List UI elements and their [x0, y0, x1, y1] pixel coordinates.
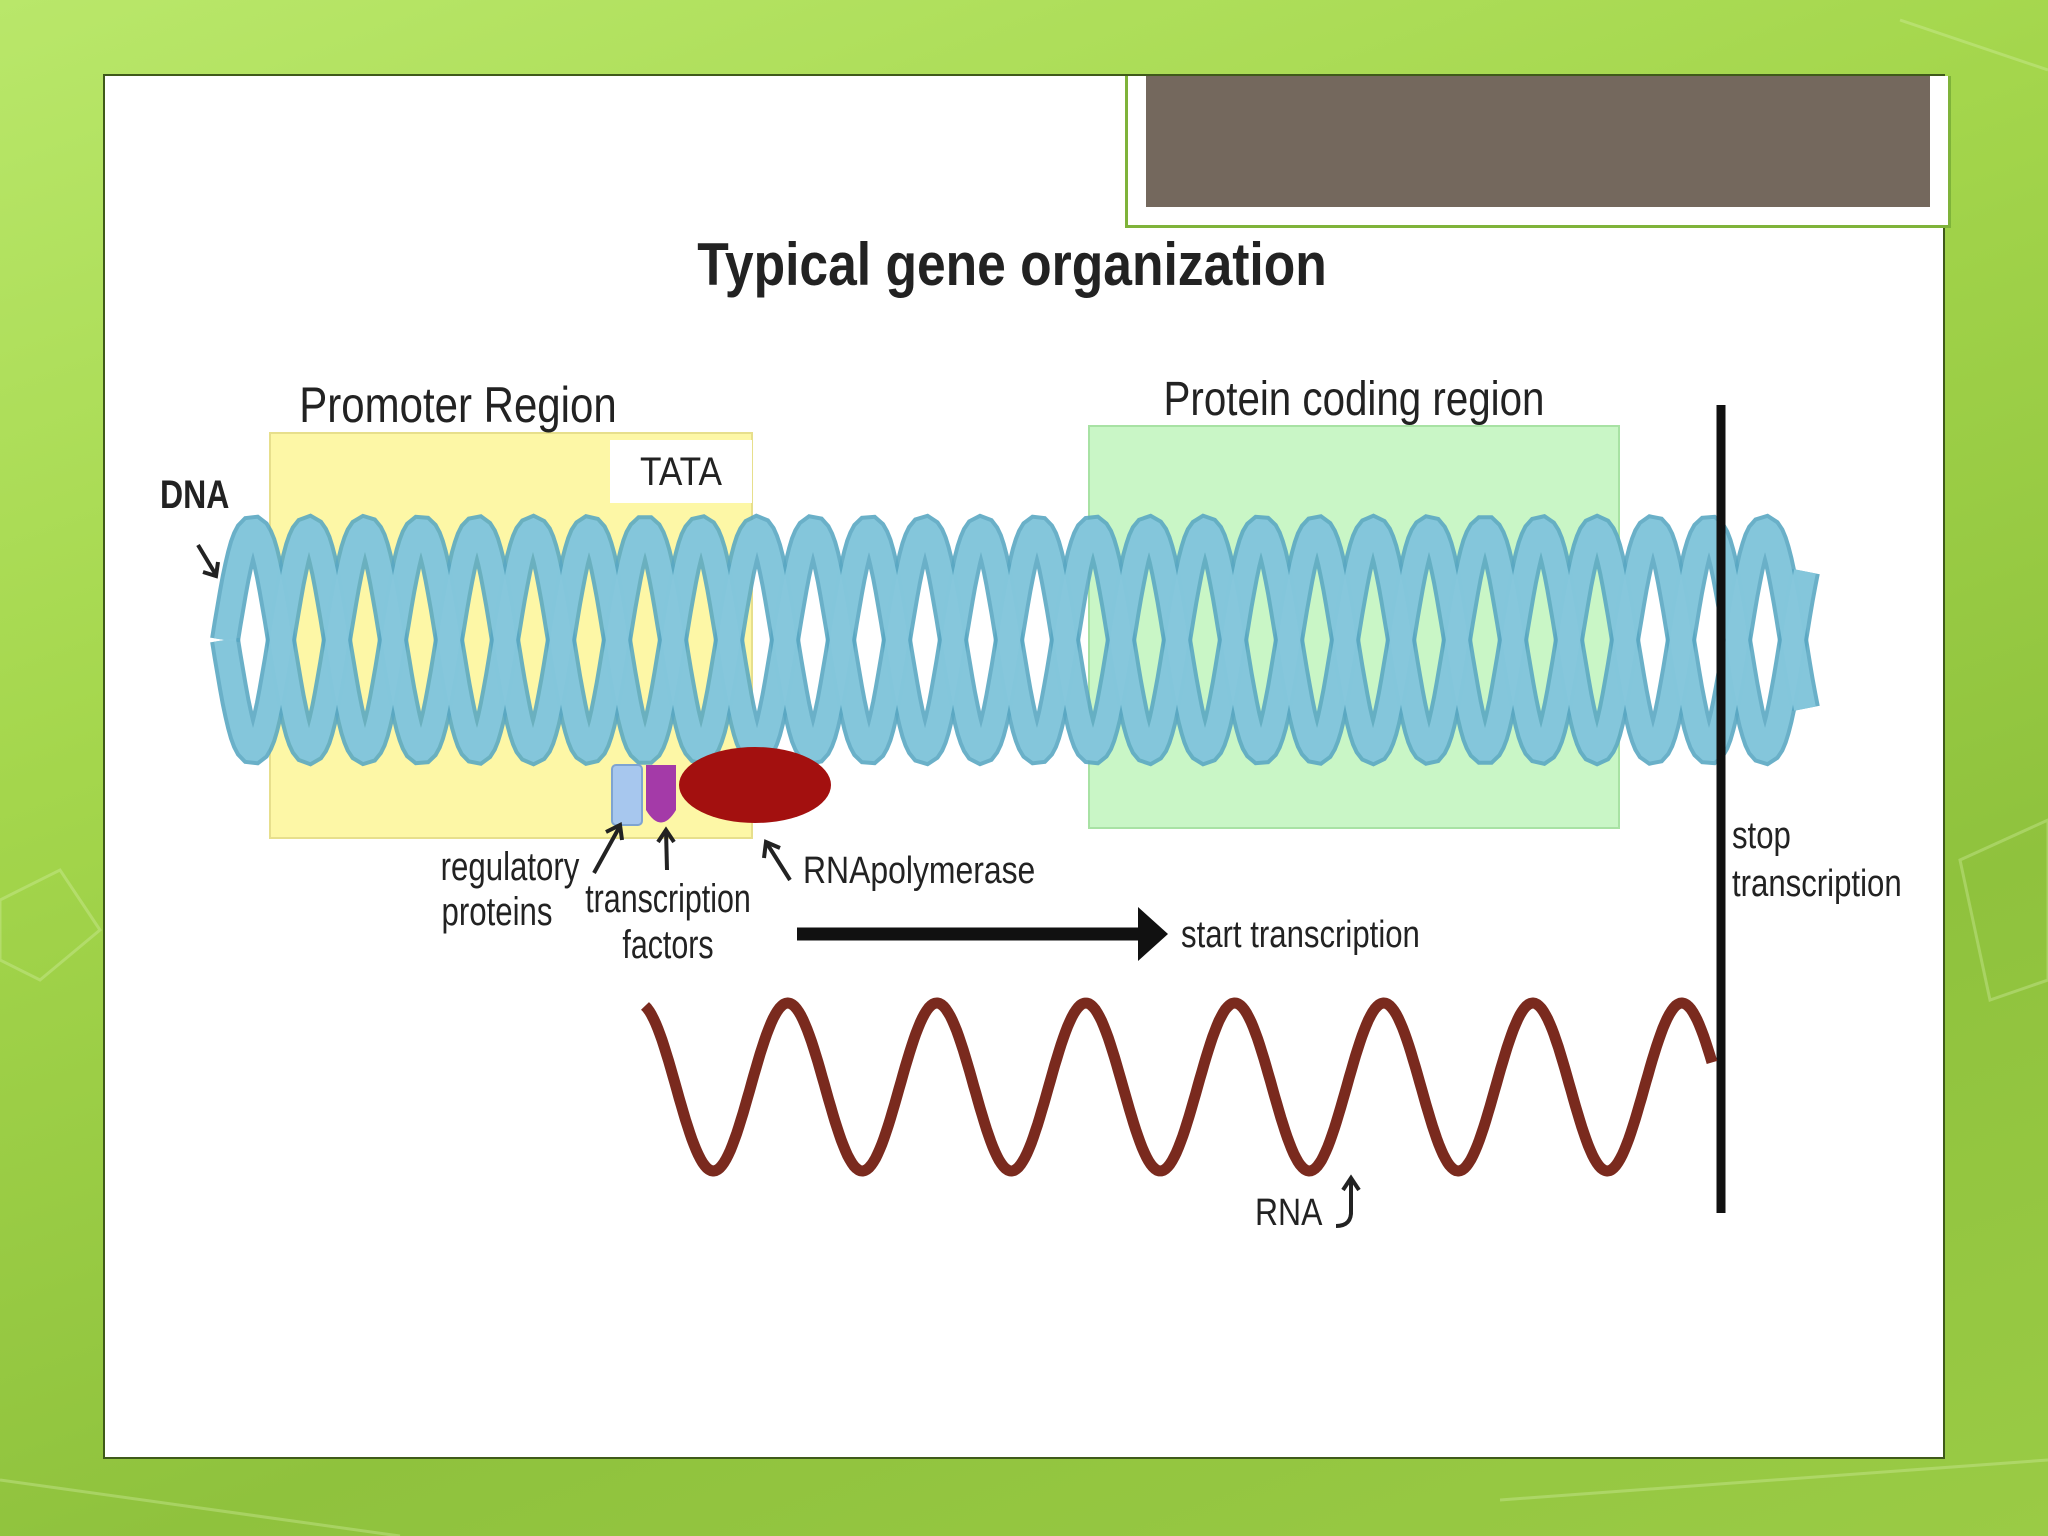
- transcription-factor: [646, 765, 676, 823]
- promoter-region-label: Promoter Region: [299, 377, 616, 433]
- rna-polymerase: [679, 747, 831, 823]
- protein-coding-region-label: Protein coding region: [1164, 373, 1545, 426]
- tata-label: TATA: [640, 449, 723, 494]
- rna-strand: [641, 997, 1718, 1177]
- rna-polymerase-label: RNApolymerase: [803, 849, 1035, 891]
- tata-box: [610, 440, 752, 503]
- rna-label: RNA: [1255, 1191, 1323, 1233]
- regulatory-proteins-label-line2: proteins: [442, 889, 553, 934]
- rna-pointer-arrow: [1335, 1174, 1361, 1228]
- title-placeholder: [1125, 76, 1951, 228]
- dna-strand-b-core: [214, 517, 1816, 763]
- slide-panel: [103, 74, 1951, 1459]
- dna-label: DNA: [160, 472, 229, 517]
- start-transcription-label: start transcription: [1181, 914, 1420, 956]
- dna-pointer-arrow: [196, 543, 220, 579]
- diagram-title: Typical gene organization: [697, 230, 1327, 298]
- start-transcription-arrow: [797, 907, 1168, 961]
- stop-transcription-label-line1: stop: [1732, 815, 1791, 857]
- regulatory-proteins-label-line1: regulatory: [441, 844, 580, 889]
- dna-double-helix: [210, 513, 1820, 767]
- regulatory-protein: [611, 764, 643, 826]
- title-placeholder-fill: [1146, 76, 1930, 207]
- dna-strand-a-core: [214, 517, 1816, 763]
- transcription-factors-label-line2: factors: [622, 922, 713, 967]
- polymerase-pointer-arrow: [762, 839, 792, 882]
- regulatory-pointer-arrow: [592, 821, 624, 874]
- transcription-factors-label-line1: transcription: [585, 876, 751, 921]
- stop-transcription-label-line2: transcription: [1732, 863, 1902, 905]
- factor-pointer-arrow: [656, 826, 676, 871]
